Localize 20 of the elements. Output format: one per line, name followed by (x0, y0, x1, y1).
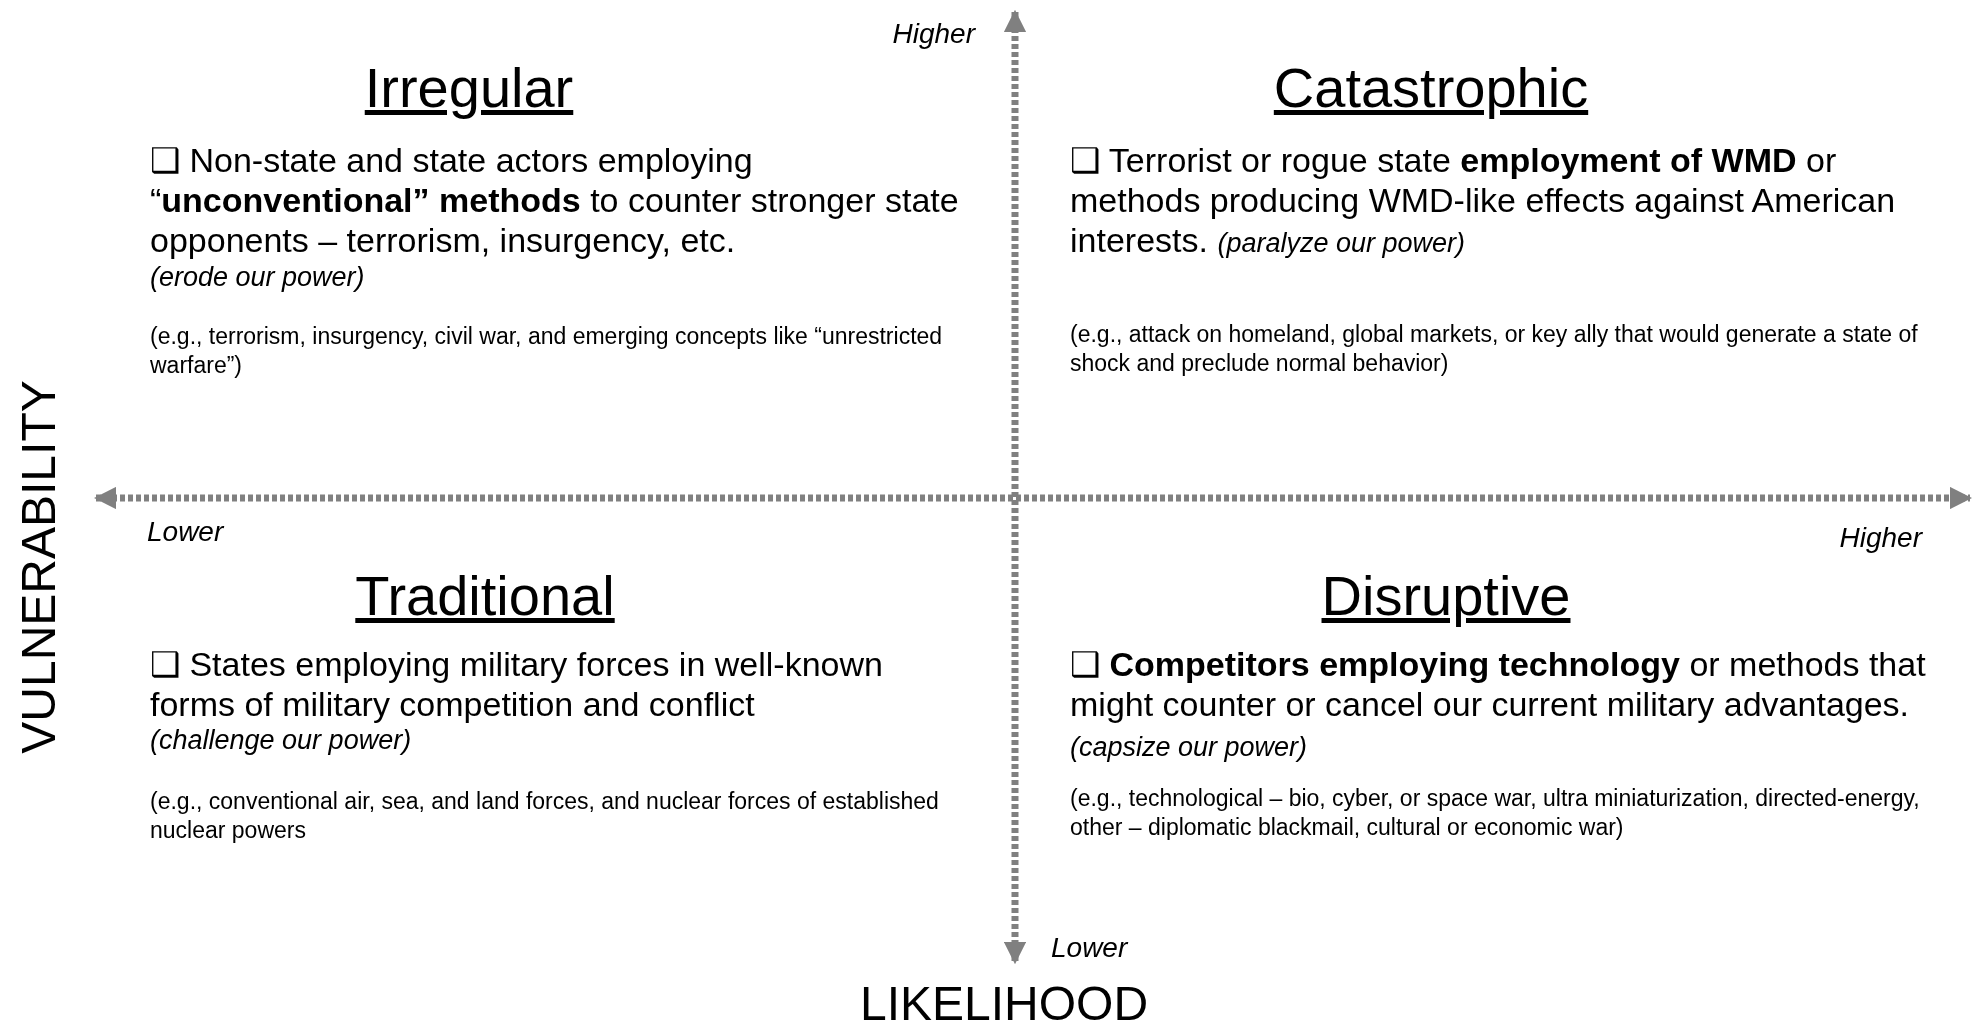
description-text: ❑ Competitors employing technology or methods that might counter or cancel our current military advantages. (capsize our power) (1070, 644, 1927, 764)
scale-label: Lower (147, 516, 224, 548)
power-note: (challenge our power) (150, 725, 412, 756)
axis-label: VULNERABILITY (10, 380, 66, 754)
quadrant-heading: Disruptive (1321, 563, 1571, 628)
example-text: (e.g., technological – bio, cyber, or space war, ultra miniaturization, directed-energy, other – diplomatic blackmail, cultural or economic war) (1070, 784, 1921, 842)
scale-label: Lower (1051, 932, 1128, 964)
example-text: (e.g., terrorism, insurgency, civil war, and emerging concepts like “unrestricted warfare”) (150, 322, 944, 380)
description-text: ❑ Non-state and state actors employing “unconventional” methods to counter stronger state opponents – terrorism, insurgency, etc. (150, 140, 960, 260)
scale-label: Higher (1839, 522, 1922, 554)
quadrant-heading: Irregular (364, 55, 574, 120)
quadrant-heading: Traditional (355, 563, 615, 628)
quadrant-heading: Catastrophic (1273, 55, 1589, 120)
example-text: (e.g., conventional air, sea, and land forces, and nuclear forces of established nuclear powers (150, 787, 940, 845)
power-note: (erode our power) (150, 262, 365, 293)
scale-label: Higher (892, 18, 975, 50)
description-text: ❑ States employing military forces in well-known forms of military competition and conflict (150, 644, 884, 724)
example-text: (e.g., attack on homeland, global markets, or key ally that would generate a state of shock and preclude normal behavior) (1070, 320, 1919, 378)
axis-label: LIKELIHOOD (859, 976, 1149, 1026)
description-text: ❑ Terrorist or rogue state employment of WMD or methods producing WMD-like effects against American interests. (paralyze our power) (1070, 140, 1897, 261)
